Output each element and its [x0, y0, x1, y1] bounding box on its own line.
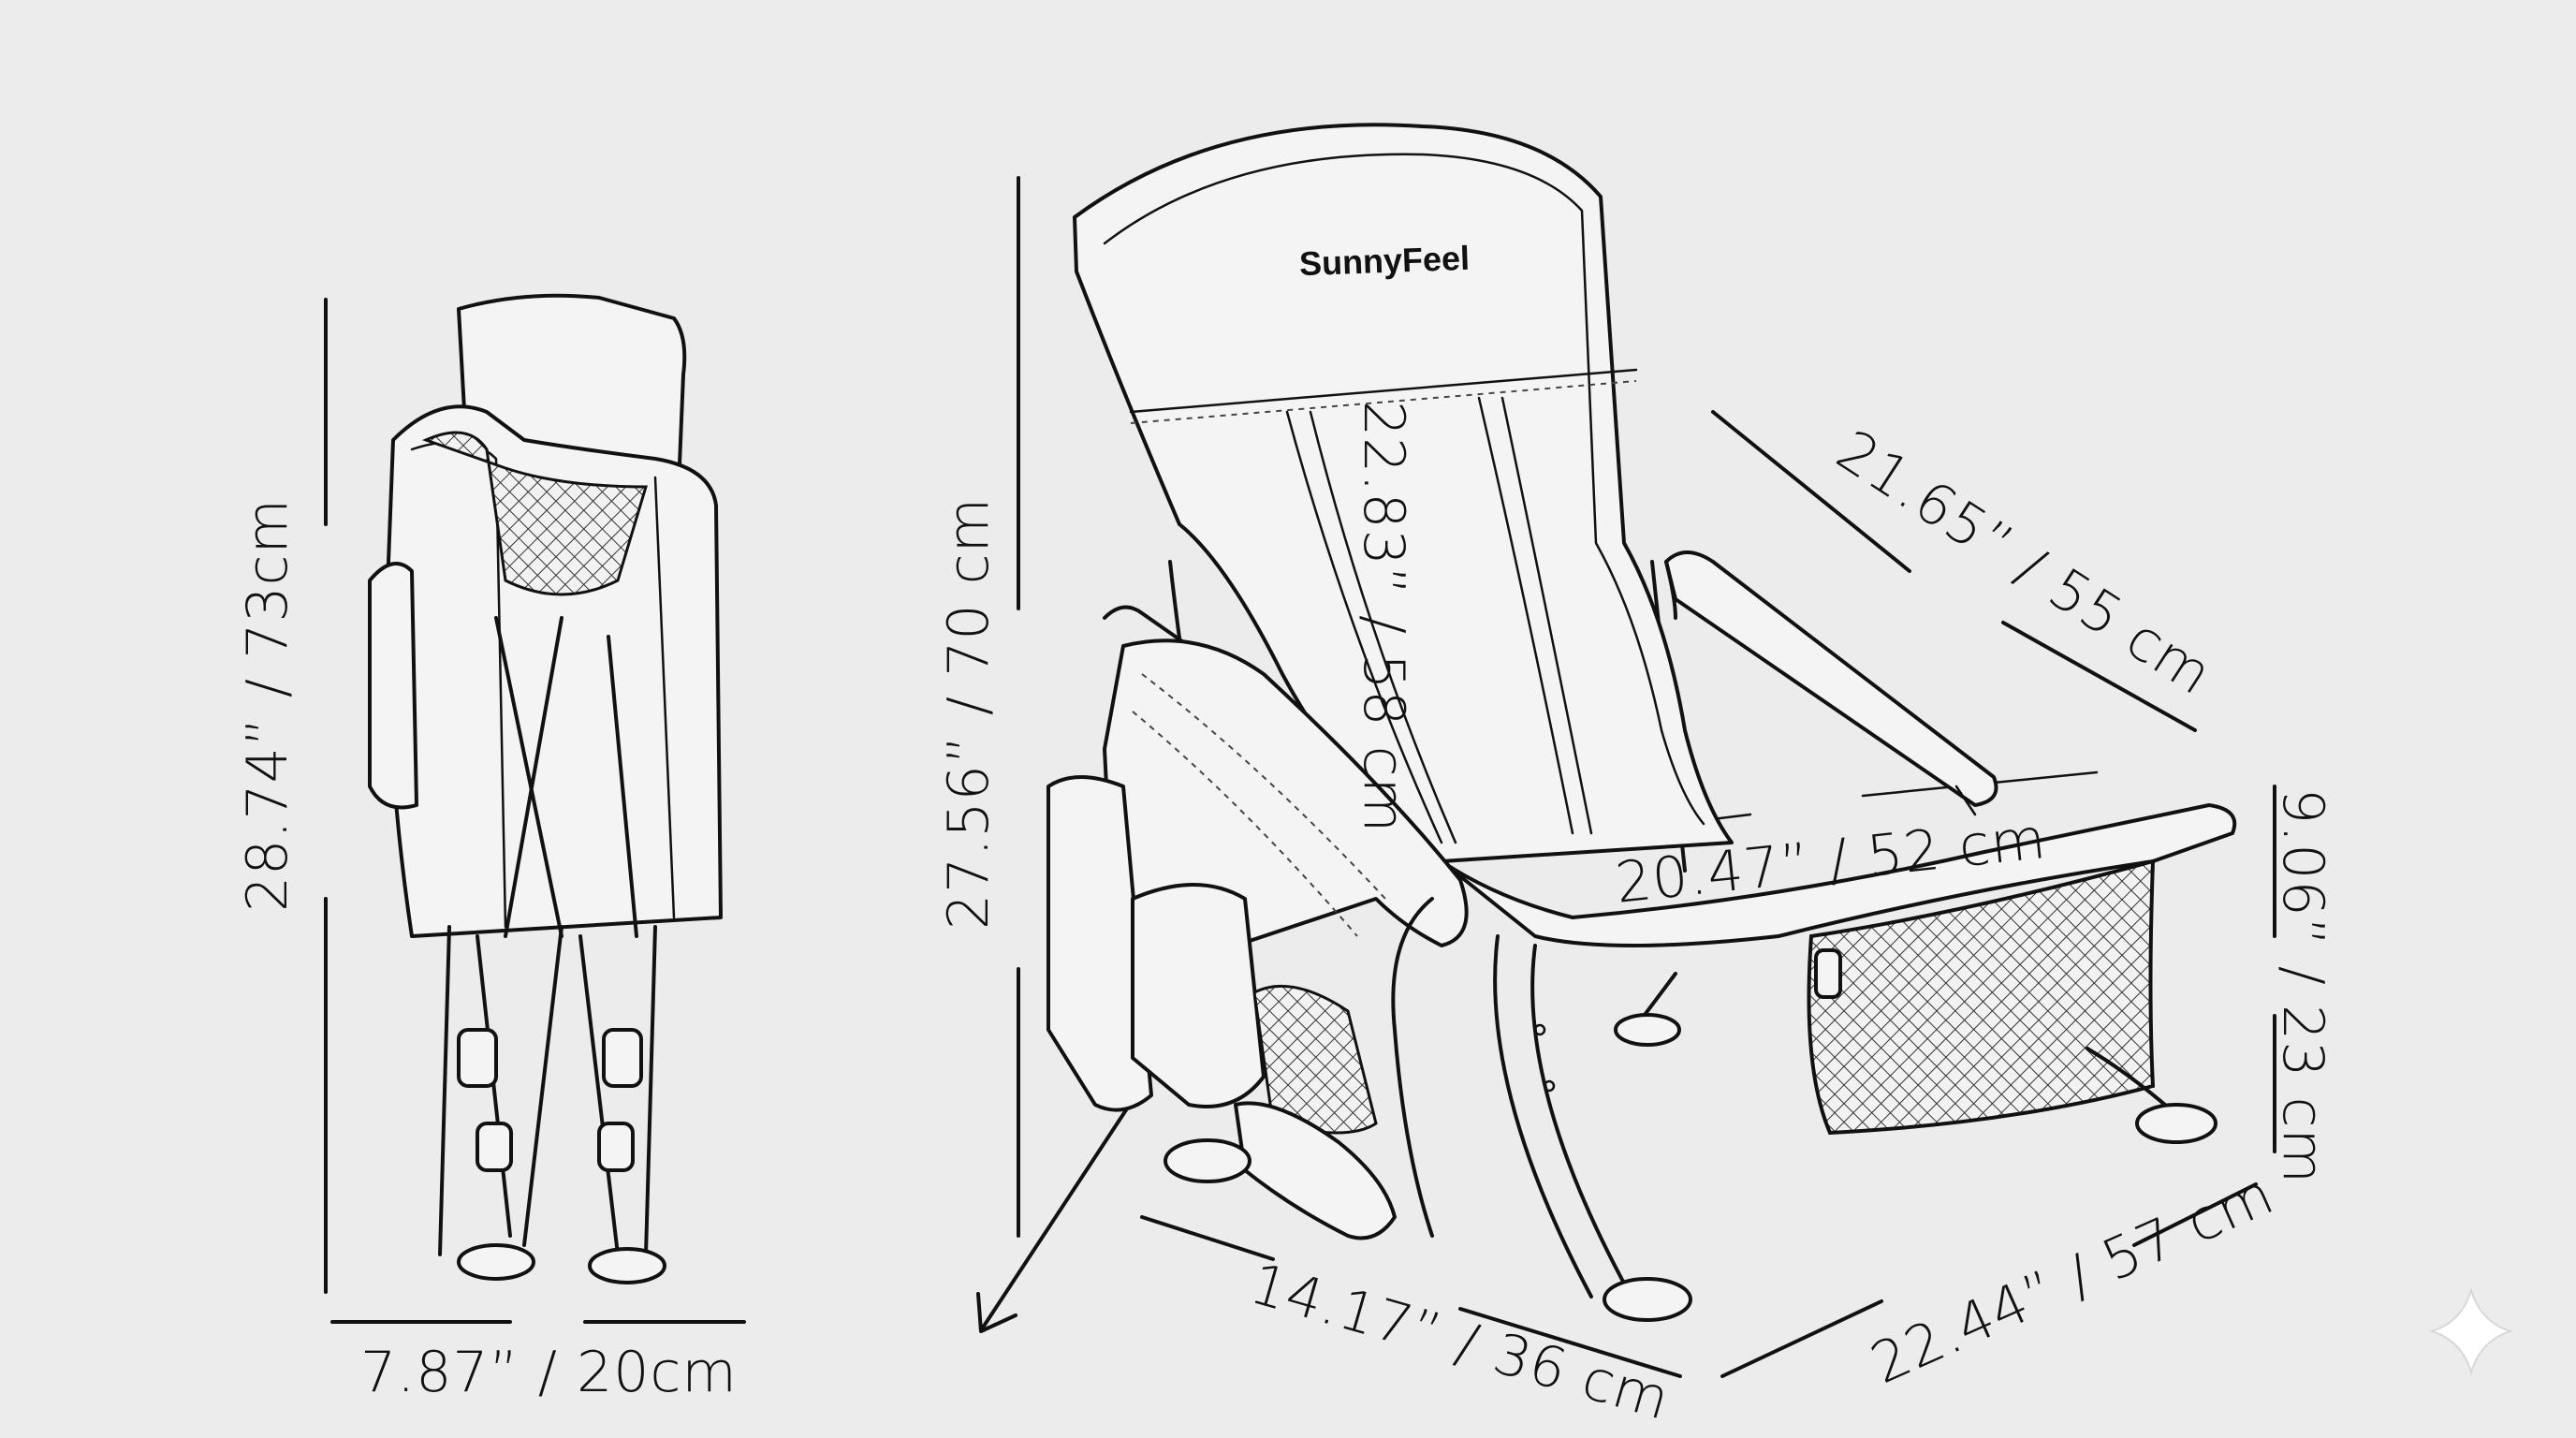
sparkle-icon [2428, 1286, 2514, 1376]
dimension-lines [324, 176, 2276, 1378]
brand-logo: SunnyFeel [1298, 238, 1471, 284]
beach-chair [1046, 123, 2237, 1322]
backrest-height-label: 22.83” / 58 cm [1351, 401, 1416, 834]
folded-height-label: 28.74” / 73cm [235, 498, 300, 912]
seat-height-label: 9.06” / 23 cm [2270, 788, 2335, 1184]
folded-width-label: 7.87” / 20cm [360, 1340, 738, 1405]
total-height-label: 27.56” / 70 cm [936, 496, 1002, 930]
folded-chair [368, 293, 723, 1284]
